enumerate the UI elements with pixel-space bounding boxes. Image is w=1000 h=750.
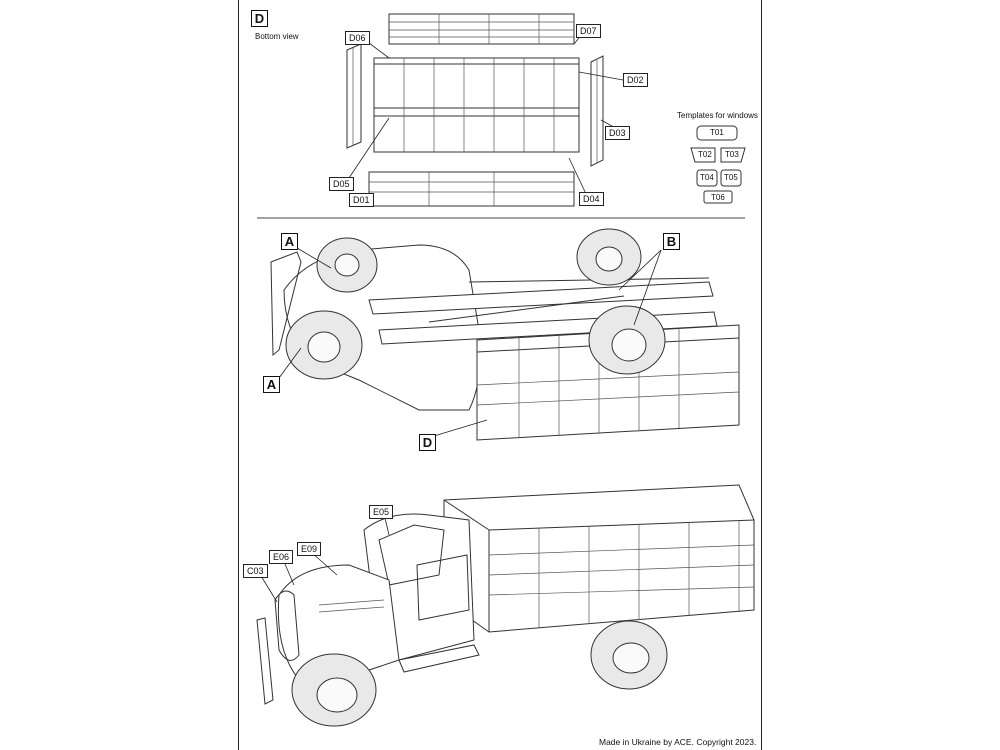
part-label-d06: D06 <box>345 31 370 45</box>
marker-d: D <box>419 434 436 451</box>
chassis-underside-drawing <box>270 228 740 441</box>
part-label-d01: D01 <box>349 193 374 207</box>
part-label-d02: D02 <box>623 73 648 87</box>
part-label-e06: E06 <box>269 550 294 564</box>
footer-copyright: Made in Ukraine by ACE. Copyright 2023. <box>599 737 757 747</box>
part-label-d04: D04 <box>579 192 604 206</box>
instruction-page: D Bottom view D06 D07 D02 D03 D05 D01 D0… <box>238 0 762 750</box>
template-t05: T05 <box>724 173 738 182</box>
window-templates-drawing <box>690 125 746 204</box>
part-label-d05: D05 <box>329 177 354 191</box>
template-t03: T03 <box>725 150 739 159</box>
part-label-e09: E09 <box>297 542 322 556</box>
part-label-e05: E05 <box>369 505 394 519</box>
panel-d-marker: D <box>251 10 268 27</box>
assembled-truck-drawing <box>256 484 755 727</box>
template-t04: T04 <box>700 173 714 182</box>
marker-a-bottom: A <box>263 376 280 393</box>
marker-b: B <box>663 233 680 250</box>
panel-d-subtitle: Bottom view <box>255 32 299 41</box>
part-label-c03: C03 <box>243 564 268 578</box>
drawing-layer <box>256 13 755 727</box>
part-label-d07: D07 <box>576 24 601 38</box>
template-t02: T02 <box>698 150 712 159</box>
template-t06: T06 <box>711 193 725 202</box>
template-t01: T01 <box>710 128 724 137</box>
part-label-d03: D03 <box>605 126 630 140</box>
marker-a-top: A <box>281 233 298 250</box>
exploded-cargo-bed-drawing <box>346 13 624 207</box>
templates-title: Templates for windows <box>677 111 758 120</box>
